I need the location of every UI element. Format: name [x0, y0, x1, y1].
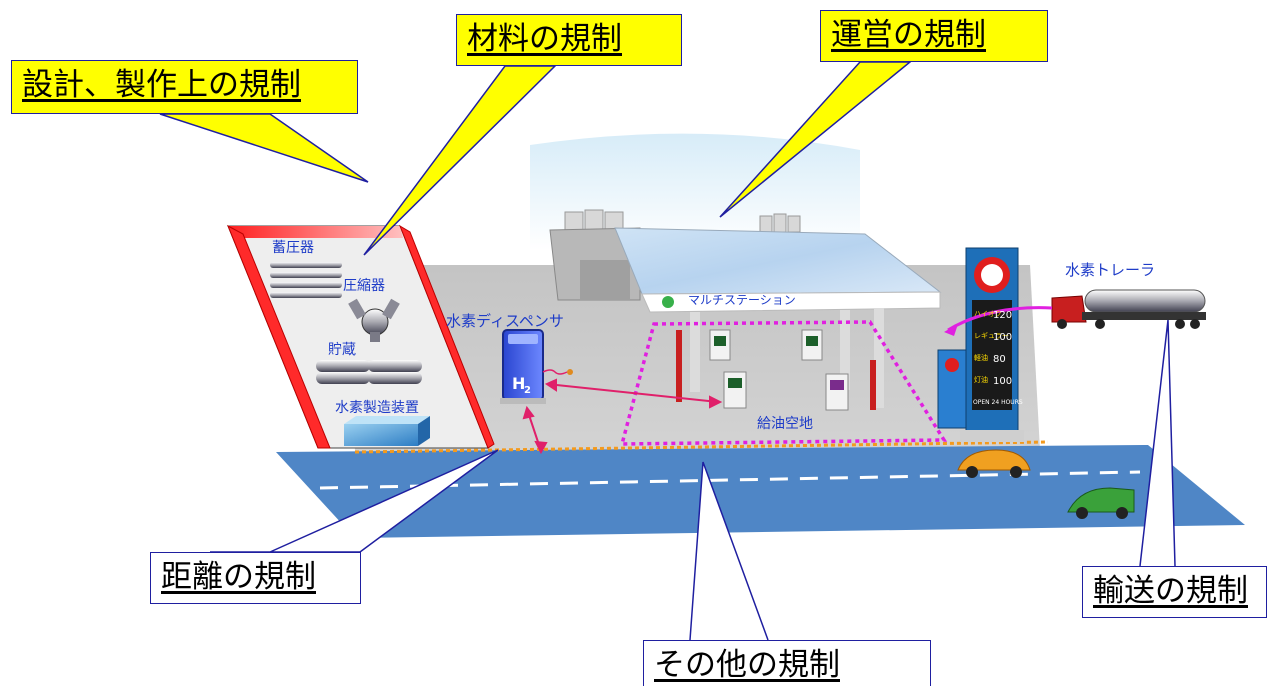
label-refuel-area: 給油空地 [757, 416, 813, 432]
pointer-material [363, 65, 557, 256]
price-row-name: 灯油 [974, 375, 988, 384]
dispenser-h-subscript: 2 [524, 385, 531, 396]
price-rows: ハイオク 120 レギュラー 100 軽油 80 灯油 100 OPEN 24 … [973, 310, 1023, 406]
hydrogen-trailer-icon [1051, 289, 1206, 329]
accumulator-icon [270, 262, 342, 298]
callout-distance-regulation: 距離の規制 [150, 552, 361, 604]
open-24-label: OPEN 24 HOURS [973, 399, 1023, 406]
pointer-transport [1139, 319, 1176, 567]
price-row-name: レギュラー [974, 332, 1009, 340]
hydrogen-dispenser-icon [500, 329, 573, 404]
price-sign-tower [937, 247, 1024, 442]
price-row-name: ハイオク [974, 310, 1002, 318]
storage-tanks-icon [316, 360, 422, 384]
car-orange-icon [957, 449, 1031, 478]
label-trailer: 水素トレーラ [1065, 261, 1155, 279]
label-generator: 水素製造装置 [335, 400, 419, 416]
price-row-value: 80 [993, 354, 1006, 365]
pointer-operation [719, 61, 913, 218]
pointer-other [689, 461, 769, 641]
callout-transport-text: 輸送の規制 [1093, 573, 1248, 609]
callout-design-text: 設計、製作上の規制 [22, 67, 301, 103]
callout-material-regulation: 材料の規制 [456, 14, 682, 66]
callout-transport-regulation: 輸送の規制 [1082, 566, 1267, 618]
callout-other-text: その他の規制 [654, 647, 840, 683]
refuel-area-boundary [619, 320, 948, 446]
compressor-icon [348, 298, 400, 342]
hydrogen-generator-icon [344, 416, 430, 446]
fuel-pumps [709, 329, 849, 411]
dispenser-h-symbol: H [512, 374, 525, 393]
car-green-icon [1067, 487, 1135, 519]
callout-other-regulation: その他の規制 [643, 640, 931, 686]
label-compressor: 圧縮器 [343, 278, 385, 294]
callout-design-regulation: 設計、製作上の規制 [11, 60, 358, 114]
label-accumulator: 蓄圧器 [272, 240, 314, 256]
callout-operation-text: 運営の規制 [831, 17, 986, 53]
road-lane-marking [319, 470, 1141, 490]
label-dispenser: 水素ディスペンサ [446, 312, 564, 330]
hydrogen-equipment-area [227, 224, 495, 449]
pointer-design [159, 113, 369, 183]
site-boundary-line [354, 440, 1049, 454]
callout-pointers [159, 61, 1176, 641]
label-storage: 貯蔵 [328, 342, 356, 358]
price-row-value: 100 [993, 332, 1012, 343]
callout-material-text: 材料の規制 [467, 21, 622, 57]
price-row-value: 100 [993, 376, 1012, 387]
distance-arrows [522, 378, 723, 455]
price-row-name: 軽油 [974, 353, 988, 362]
callout-operation-regulation: 運営の規制 [820, 10, 1048, 62]
background-tanks [549, 209, 801, 301]
station-canopy [614, 227, 942, 410]
price-row-value: 120 [993, 310, 1012, 321]
label-station: マルチステーション [688, 293, 796, 307]
callout-distance-text: 距離の規制 [161, 559, 316, 595]
